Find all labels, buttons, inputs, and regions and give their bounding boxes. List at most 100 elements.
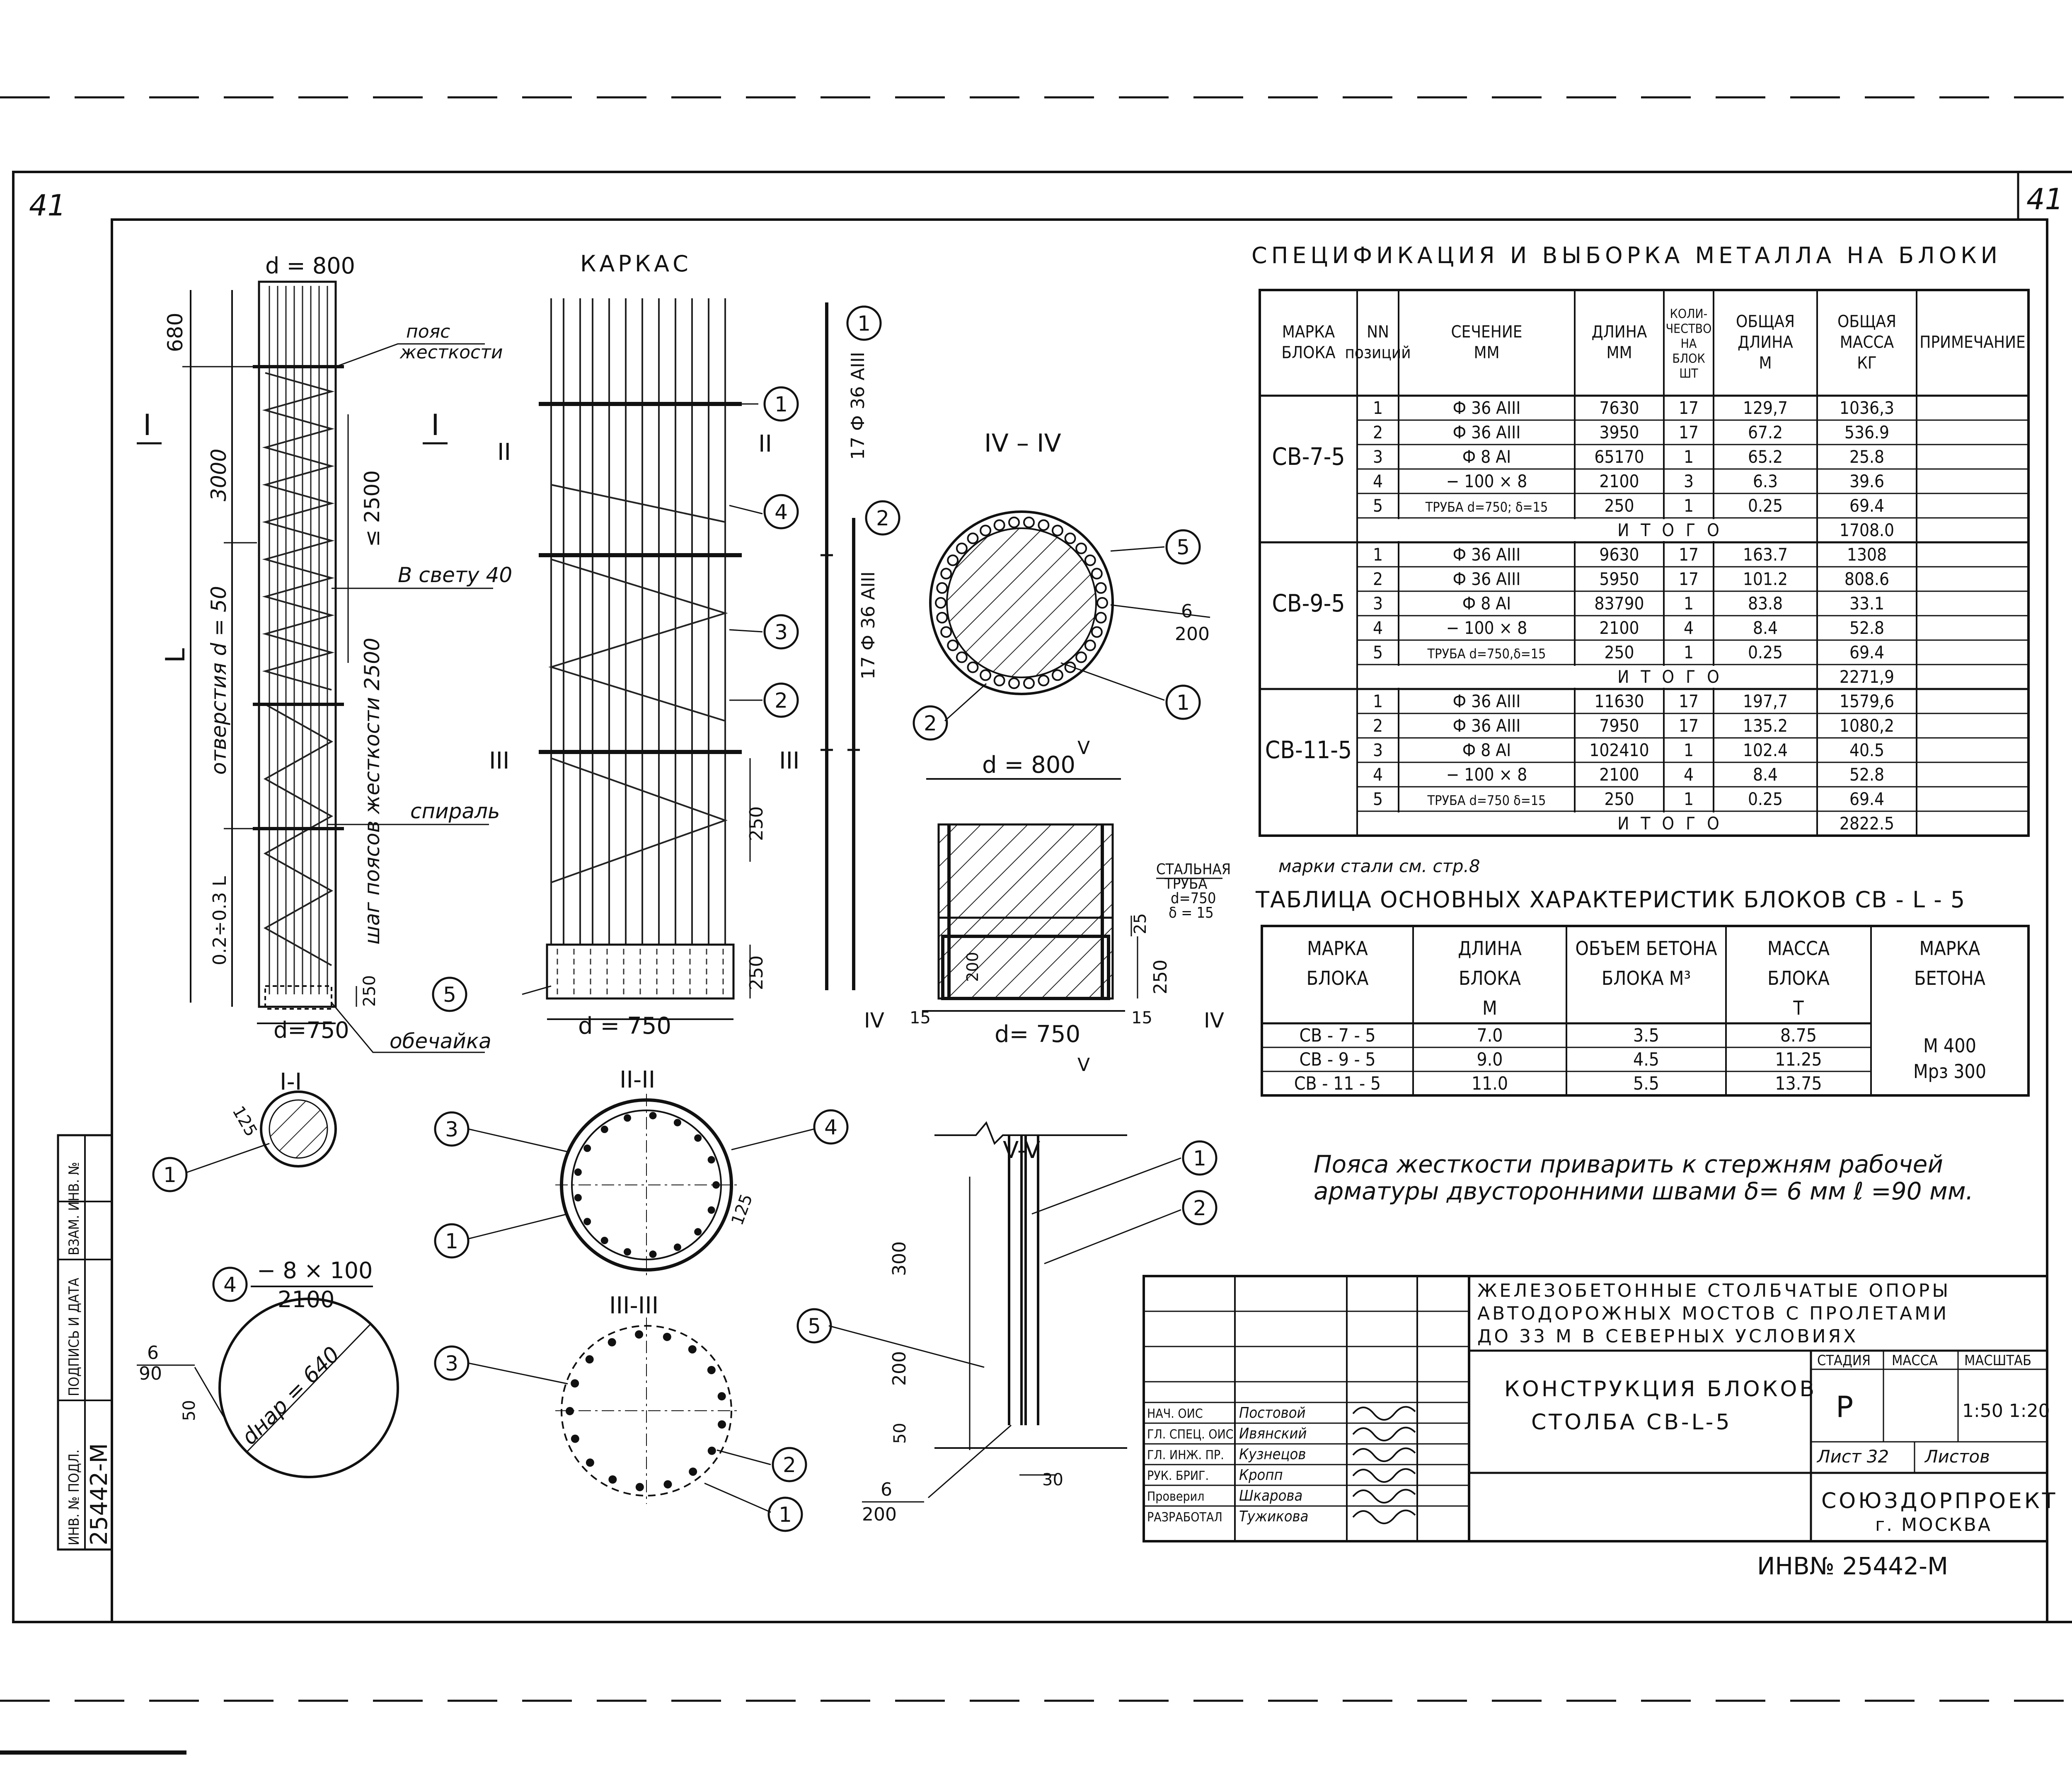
scale-header: МАСШТАБ [1964, 1352, 2031, 1369]
spec-cell: − 100 × 8 [1446, 764, 1527, 785]
spec-cell: 0.25 [1748, 496, 1783, 516]
belt-dim-50: 50 [180, 1400, 199, 1421]
spec-header: ПРИМЕЧАНИЕ [1920, 333, 2025, 352]
spec-header: NN [1367, 323, 1389, 342]
belt-detail: 4 − 8 × 100 2100 dнар = 640 6 90 50 [137, 1257, 399, 1478]
sec4-weld: 6 [1181, 601, 1193, 622]
spec-cell: 135.2 [1743, 716, 1788, 736]
char-header: МАРКА [1307, 937, 1368, 960]
spec-cell: 3 [1373, 740, 1383, 760]
spec-cell: 2100 [1599, 618, 1639, 638]
spec-cell: 1 [1684, 447, 1694, 467]
clear-label: В свету 40 [398, 563, 512, 587]
section-IV-bars [935, 516, 1108, 689]
signature-mark [1352, 1509, 1416, 1524]
frame-callouts: 1 4 3 2 5 [432, 386, 799, 1012]
detail-cut-IV-right: IV [1204, 1008, 1224, 1032]
spec-cell: 2100 [1599, 471, 1639, 491]
detail-d-800: d = 800 [982, 752, 1075, 778]
pipe-detail: d = 800 V d= 750 15 15 IV IV V 25 250 20… [864, 737, 1231, 1076]
sec4-weld-len: 200 [1175, 624, 1210, 645]
signature-mark [1352, 1447, 1416, 1462]
spec-table-title: СПЕЦИФИКАЦИЯ И ВЫБОРКА МЕТАЛЛА НА БЛОКИ [1251, 242, 1997, 268]
org-name: СОЮЗДОРПРОЕКТ [1821, 1489, 2058, 1513]
stamp-inv-orig: ИНВ. № ПОДЛ. [66, 1449, 82, 1545]
spec-cell: 1579,6 [1840, 691, 1894, 711]
char-cell: 13.75 [1775, 1073, 1822, 1094]
section-II-bars [574, 1112, 720, 1258]
spec-cell: 65.2 [1748, 447, 1783, 467]
spec-cell: 2100 [1599, 764, 1639, 785]
spec-cell: − 100 × 8 [1446, 471, 1527, 491]
dim-680: 680 [163, 313, 187, 352]
char-header: МАССА [1767, 937, 1830, 960]
cut-I-right: I [431, 408, 440, 442]
spec-header: ОБЩАЯ [1736, 312, 1795, 331]
spec-header: М [1759, 354, 1772, 373]
spec-cell: Ф 36 АIII [1453, 716, 1521, 736]
frame-callout-2: 2 [775, 689, 788, 713]
spec-cell: 9630 [1599, 544, 1639, 565]
spec-cell: 4 [1684, 618, 1694, 638]
spec-cell: 7630 [1599, 398, 1639, 418]
spec-cell: 129,7 [1743, 398, 1788, 418]
stamp-inv-repl: ВЗАМ. ИНВ. № [66, 1162, 82, 1255]
spec-cell: 1 [1373, 544, 1383, 565]
spec-header: МАССА [1840, 333, 1894, 352]
spec-cell: 4 [1373, 618, 1383, 638]
staff-role: Проверил [1147, 1489, 1204, 1504]
spec-total-value: 2271,9 [1840, 667, 1894, 687]
bars-view: 17 Ф 36 АIII 17 Ф 36 АIII 1 2 [821, 302, 900, 990]
spec-cell: 102410 [1589, 740, 1649, 760]
mass-header: МАССА [1892, 1352, 1938, 1369]
spec-cell: 40.5 [1849, 740, 1884, 760]
stage-header: СТАДИЯ [1817, 1352, 1871, 1369]
spec-cell: 536.9 [1844, 422, 1889, 442]
spec-header: ШТ [1679, 367, 1698, 381]
spec-cell: ТРУБА d=750; δ=15 [1425, 499, 1548, 515]
sec4-callout-1: 1 [1176, 691, 1190, 715]
spec-cell: − 100 × 8 [1446, 618, 1527, 638]
spec-cell: 67.2 [1748, 422, 1783, 442]
char-cell: 9.0 [1477, 1049, 1503, 1070]
stamp-inv-value: 25442-М [86, 1443, 113, 1545]
spec-cell: 52.8 [1849, 618, 1884, 638]
project-line3: ДО 33 М В СЕВЕРНЫХ УСЛОВИЯХ [1477, 1326, 1858, 1347]
detail-cut-V-bottom: V [1077, 1054, 1090, 1076]
char-header: М [1482, 997, 1497, 1019]
secV-dim-200: 200 [889, 1351, 910, 1386]
inner-frame [111, 218, 2048, 1623]
belt-weld-len: 90 [139, 1363, 162, 1384]
spec-cell: 4 [1684, 764, 1694, 785]
spec-cell: 17 [1679, 569, 1699, 589]
signature-mark [1352, 1468, 1416, 1483]
elevation-view: d = 800 d=750 680 3000 L отверст [137, 253, 512, 1053]
bar1-pos: 1 [857, 312, 871, 336]
secIII-callout-3: 3 [445, 1351, 458, 1376]
dim-L: L [160, 648, 191, 663]
stamp-sign-date: ПОДПИСЬ И ДАТА [66, 1278, 82, 1396]
signature-mark [1352, 1489, 1416, 1504]
secV-weld-len: 200 [862, 1504, 897, 1525]
spec-header: ММ [1474, 343, 1499, 363]
section-I-dim: 125 [228, 1103, 261, 1140]
spec-cell: Ф 8 АI [1462, 447, 1511, 467]
spec-header: ЧЕСТВО [1666, 322, 1712, 336]
section-IV: IV – IV 5 1 2 6 200 [913, 429, 1210, 741]
secV-callout-2: 2 [1193, 1196, 1206, 1220]
secII-callout-4: 4 [824, 1115, 838, 1139]
char-header: ОБЪЕМ БЕТОНА [1575, 937, 1717, 960]
spec-cell: 250 [1604, 789, 1634, 809]
elev-d-top: d = 800 [265, 253, 355, 279]
char-header: МАРКА [1920, 937, 1980, 960]
secII-callout-1: 1 [445, 1229, 458, 1253]
staff-name: Кузнецов [1239, 1446, 1306, 1463]
inv-number: ИНВ№ 25442-М [1757, 1552, 1948, 1580]
spec-cell: 197,7 [1743, 691, 1788, 711]
holes-label: отверстия d = 50 [207, 586, 231, 775]
spec-header: ММ [1606, 343, 1632, 363]
spec-cell: 69.4 [1849, 642, 1884, 662]
char-header: БЛОКА [1767, 967, 1830, 989]
section-II-title: II-II [620, 1066, 655, 1093]
